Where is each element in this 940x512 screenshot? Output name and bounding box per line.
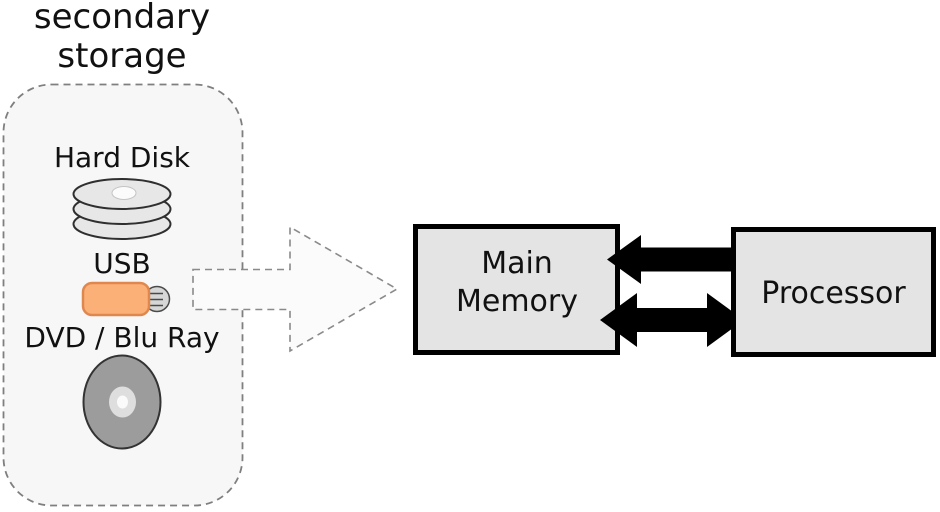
memory-processor-double-arrow xyxy=(600,293,744,347)
processor-box xyxy=(731,227,936,357)
main-memory-label-line2: Memory xyxy=(456,284,578,319)
hard-disk-label: Hard Disk xyxy=(54,141,191,174)
usb-drive-icon xyxy=(81,281,171,317)
dvd-blu-ray-label: DVD / Blu Ray xyxy=(24,321,219,354)
processor-label: Processor xyxy=(761,276,906,311)
dvd-disc-icon xyxy=(82,354,162,450)
hard-disk-icon xyxy=(72,178,172,240)
main-memory-box xyxy=(413,224,620,355)
secondary-storage-title-line2: storage xyxy=(57,36,186,76)
usb-label: USB xyxy=(93,247,150,280)
secondary-storage-title-line1: secondary xyxy=(34,0,210,37)
dashed-transfer-arrow xyxy=(192,225,399,353)
processor-to-memory-arrow xyxy=(607,235,731,284)
main-memory-label-line1: Main xyxy=(481,246,553,281)
